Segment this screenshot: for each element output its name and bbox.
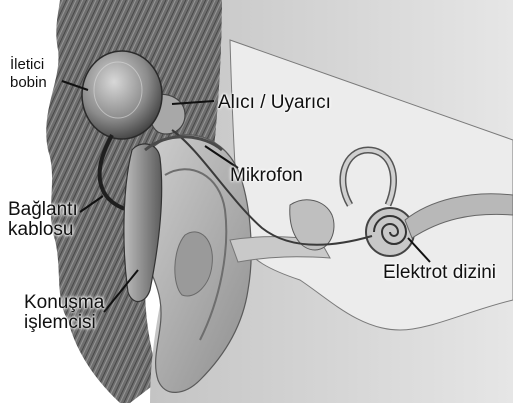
label-coil-line1: İletici [10,57,44,72]
label-electrode-array: Elektrot dizini [383,263,496,282]
transmitter-coil [82,51,162,139]
label-processor-line1: Konuşma [24,293,104,312]
label-processor-line2: işlemcisi [24,313,96,332]
label-coil-line2: bobin [10,75,47,90]
label-cable-line2: kablosu [8,220,74,239]
label-receiver-stimulator: Alıcı / Uyarıcı [218,93,331,112]
cochlea [366,208,414,256]
label-cable-line1: Bağlantı [8,200,78,219]
label-microphone: Mikrofon [230,166,303,185]
